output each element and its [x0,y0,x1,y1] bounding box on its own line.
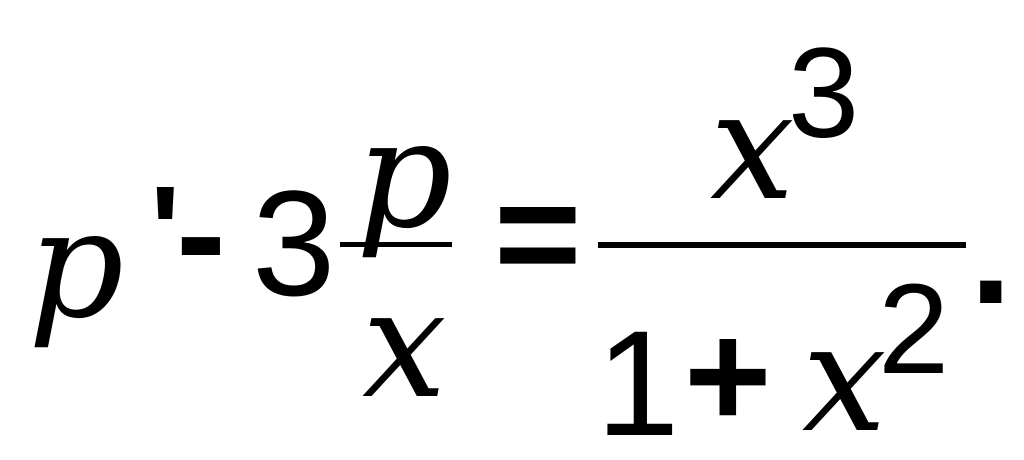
rhs-denominator-one: 1 [596,299,680,460]
rhs-numerator-exponent: 3 [788,22,860,165]
fraction-numerator-p: p [356,88,453,262]
period-mark: . [970,167,1012,335]
lhs-p: p [28,178,125,352]
rhs-denominator-x: x [802,292,887,460]
prime-mark: ' [150,160,181,303]
rhs-numerator-x: x [710,60,795,234]
fraction-bar-left [340,242,452,247]
fraction-bar-right [598,242,966,248]
minus-sign: - [176,149,226,317]
rhs-denominator-exponent: 2 [878,258,950,401]
rhs-denominator-plus: + [684,291,772,459]
equals-sign: = [494,149,582,317]
coefficient-three: 3 [252,159,336,327]
fraction-denominator-x: x [362,258,447,432]
